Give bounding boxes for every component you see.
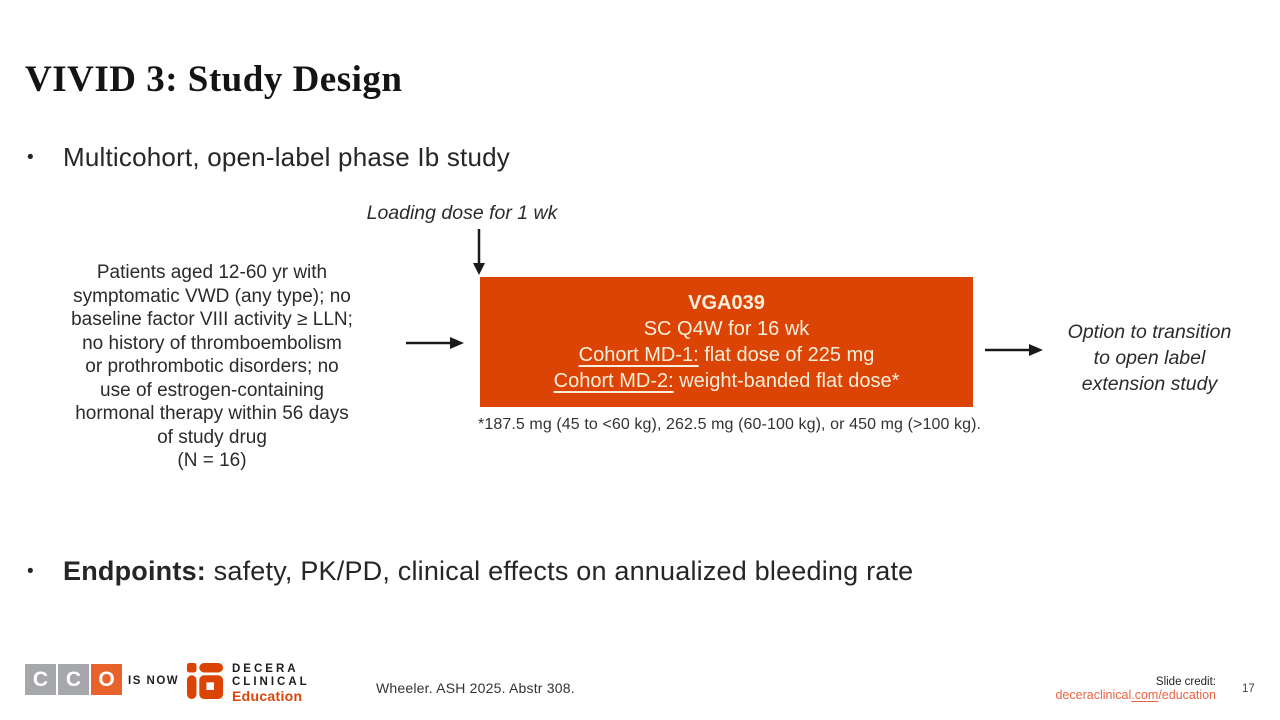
bullet-marker: • bbox=[27, 147, 34, 168]
slide-credit: Slide credit: deceraclinical.com/educati… bbox=[1055, 676, 1216, 702]
dosing-schedule: SC Q4W for 16 wk bbox=[643, 318, 810, 340]
slide-credit-label: Slide credit: bbox=[1155, 676, 1216, 688]
drug-name: VGA039 bbox=[688, 292, 765, 314]
treatment-box: VGA039 SC Q4W for 16 wk Cohort MD-1: fla… bbox=[480, 277, 973, 407]
decera-logo-icon bbox=[186, 662, 224, 700]
cco-logo-square-1: C bbox=[25, 664, 56, 695]
bullet-item-study-type: • Multicohort, open-label phase Ib study bbox=[27, 142, 510, 173]
endpoints-label: Endpoints: bbox=[63, 556, 206, 586]
decera-word-3: Education bbox=[232, 688, 303, 704]
citation-text: Wheeler. ASH 2025. Abstr 308. bbox=[376, 680, 575, 696]
bullet-marker: • bbox=[27, 561, 34, 582]
cco-logo-square-2: C bbox=[58, 664, 89, 695]
decera-logo-text: DECERA CLINICAL Education bbox=[232, 663, 310, 704]
bullet-text: Multicohort, open-label phase Ib study bbox=[63, 142, 510, 172]
cohort-md1-line: Cohort MD-1: flat dose of 225 mg bbox=[579, 342, 875, 368]
cohort-md2-label: Cohort MD-2: bbox=[553, 370, 674, 392]
bullet-item-endpoints: • Endpoints: safety, PK/PD, clinical eff… bbox=[27, 556, 913, 587]
cohort-md2-dose: weight-banded flat dose* bbox=[673, 370, 900, 392]
page-number: 17 bbox=[1242, 683, 1255, 695]
arrow-right-icon bbox=[406, 337, 464, 349]
dose-footnote: *187.5 mg (45 to <60 kg), 262.5 mg (60-1… bbox=[478, 416, 982, 433]
page-title: VIVID 3: Study Design bbox=[25, 59, 403, 100]
decera-word-1: DECERA bbox=[232, 663, 299, 675]
arrow-down-icon bbox=[473, 229, 485, 275]
arrow-right-icon bbox=[985, 344, 1043, 356]
loading-dose-label: Loading dose for 1 wk bbox=[366, 202, 558, 224]
cco-logo: C C O bbox=[25, 664, 122, 695]
bullet-text: Endpoints: safety, PK/PD, clinical effec… bbox=[63, 556, 913, 587]
cco-logo-square-3: O bbox=[91, 664, 122, 695]
decera-word-2: CLINICAL bbox=[232, 676, 310, 688]
endpoints-detail: safety, PK/PD, clinical effects on annua… bbox=[205, 556, 914, 586]
is-now-label: IS NOW bbox=[128, 675, 180, 687]
cohort-md1-label: Cohort MD-1: bbox=[578, 344, 699, 366]
slide-credit-link[interactable]: deceraclinical.com/education bbox=[1055, 688, 1216, 702]
cohort-md1-dose: flat dose of 225 mg bbox=[698, 344, 875, 366]
cohort-md2-line: Cohort MD-2: weight-banded flat dose* bbox=[554, 368, 900, 394]
